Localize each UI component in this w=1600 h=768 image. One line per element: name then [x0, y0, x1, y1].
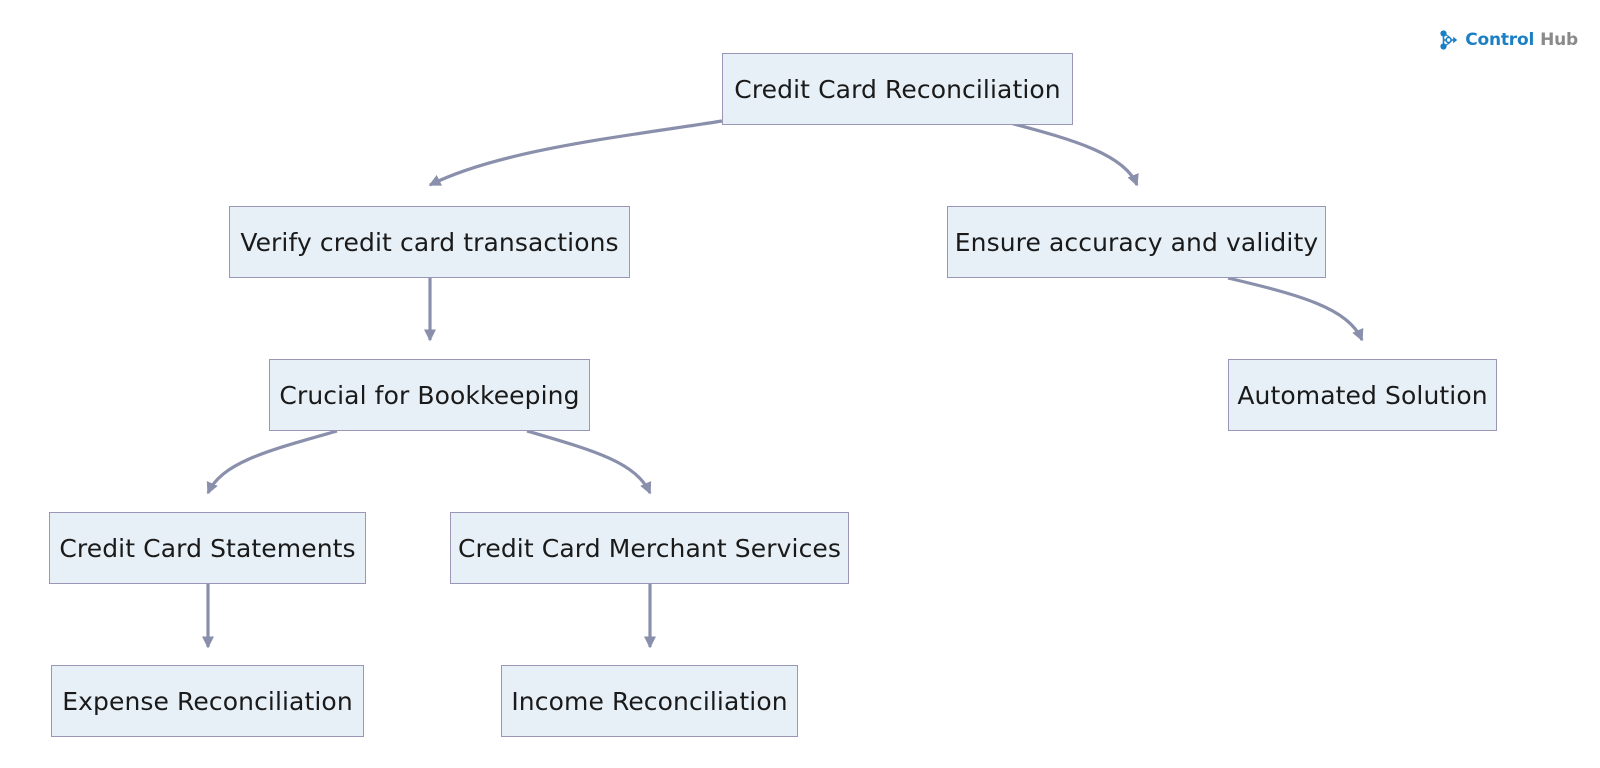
node-ensure-accuracy-and-validity[interactable]: Ensure accuracy and validity	[947, 206, 1326, 278]
logo-text-hub: Hub	[1540, 29, 1578, 50]
node-income-reconciliation[interactable]: Income Reconciliation	[501, 665, 798, 737]
node-credit-card-reconciliation[interactable]: Credit Card Reconciliation	[722, 53, 1073, 125]
node-verify-credit-card-transactions[interactable]: Verify credit card transactions	[229, 206, 630, 278]
edge-crucial-to-merchant	[526, 429, 652, 495]
edge-crucial-to-statements	[206, 429, 338, 495]
edge-ensure-to-automated	[1227, 276, 1364, 342]
node-expense-reconciliation[interactable]: Expense Reconciliation	[51, 665, 364, 737]
node-credit-card-statements[interactable]: Credit Card Statements	[49, 512, 366, 584]
edge-root-to-verify	[428, 119, 723, 187]
node-crucial-for-bookkeeping[interactable]: Crucial for Bookkeeping	[269, 359, 590, 431]
node-network-icon	[1440, 30, 1458, 50]
node-automated-solution[interactable]: Automated Solution	[1228, 359, 1497, 431]
node-credit-card-merchant-services[interactable]: Credit Card Merchant Services	[450, 512, 849, 584]
edge-root-to-ensure	[1009, 121, 1139, 187]
logo-text-control: Control	[1465, 29, 1535, 50]
controlhub-logo[interactable]: Control Hub	[1435, 27, 1578, 53]
